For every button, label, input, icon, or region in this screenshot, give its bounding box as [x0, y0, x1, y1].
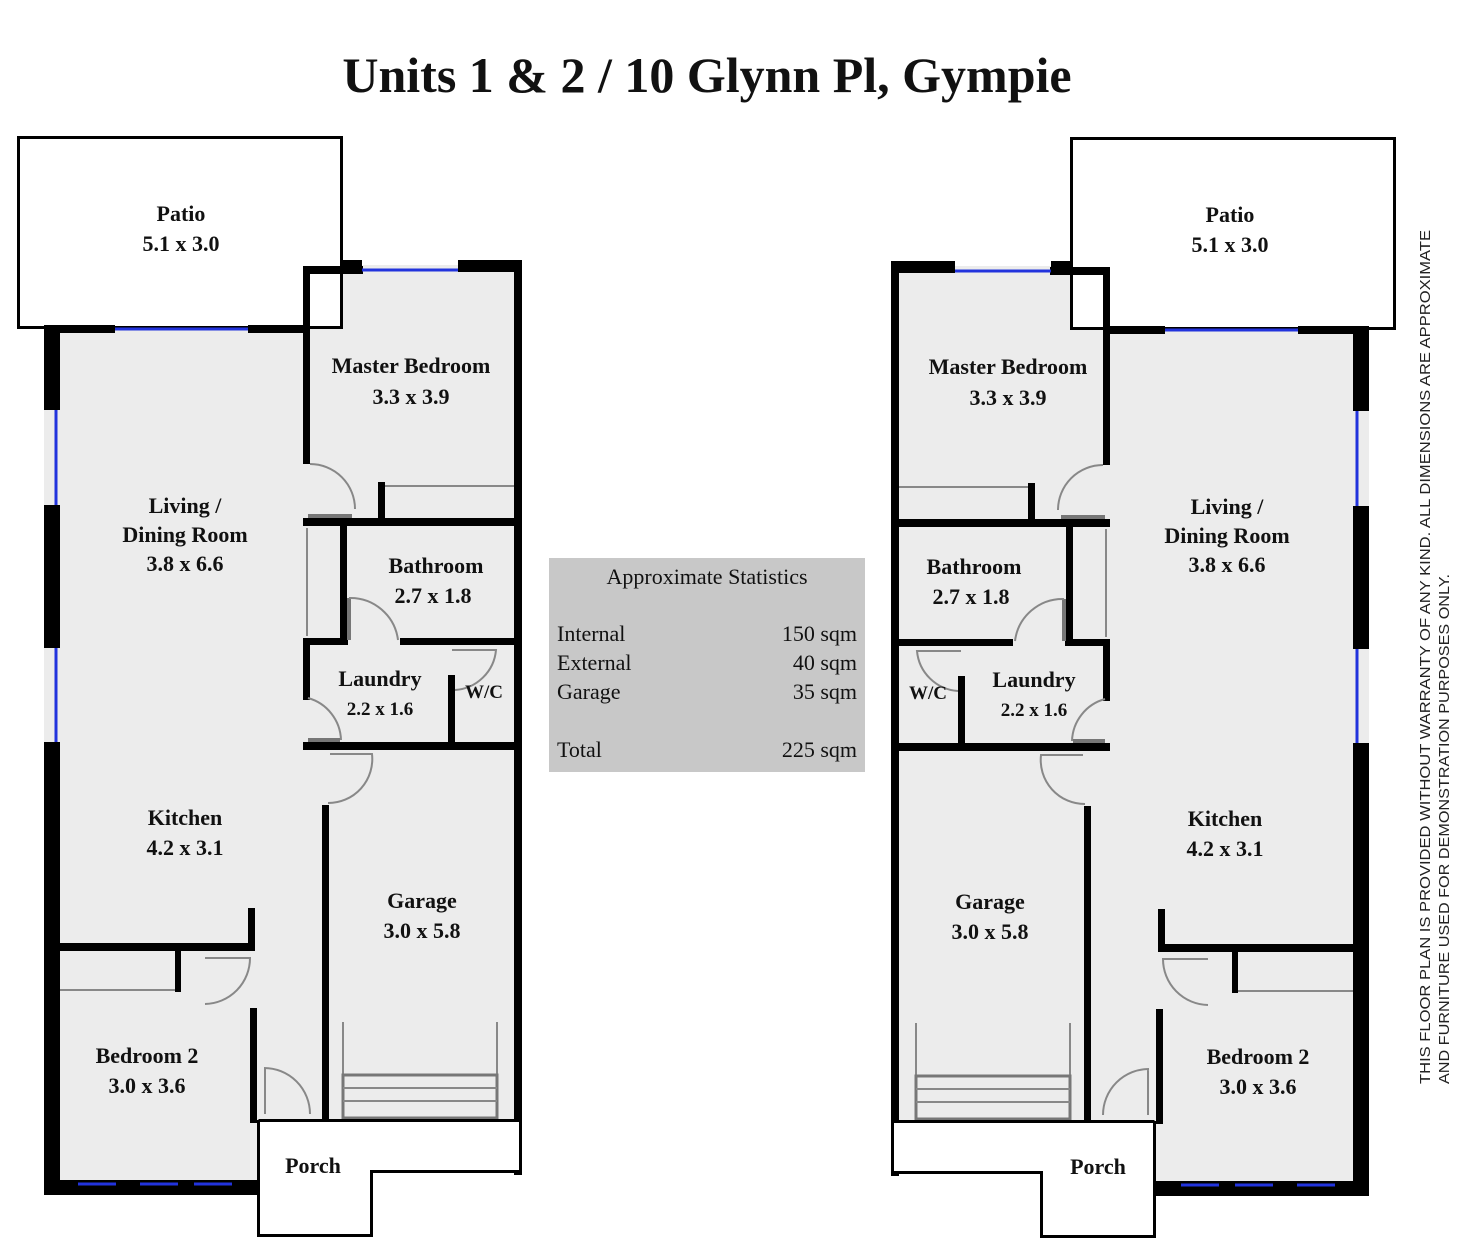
stat-label: Garage	[557, 679, 621, 704]
plan-title: Units 1 & 2 / 10 Glynn Pl, Gympie	[342, 47, 1071, 103]
stat-label: Internal	[557, 621, 625, 646]
bedroom-2-size: 3.0 x 3.6	[109, 1073, 186, 1098]
garage-size: 3.0 x 5.8	[384, 918, 461, 943]
laundry-label: Laundry	[992, 667, 1075, 692]
porch-label: Porch	[285, 1153, 341, 1178]
master-bedroom-label: Master Bedroom	[929, 354, 1088, 379]
garage-size: 3.0 x 5.8	[952, 919, 1029, 944]
bathroom-size: 2.7 x 1.8	[933, 584, 1010, 609]
bathroom-label: Bathroom	[389, 553, 484, 578]
kitchen-label: Kitchen	[1188, 806, 1263, 831]
living-label-2: Dining Room	[1164, 523, 1289, 548]
kitchen-label: Kitchen	[148, 805, 223, 830]
stat-total-label: Total	[557, 737, 602, 762]
disclaimer: THIS FLOOR PLAN IS PROVIDED WITHOUT WARR…	[1418, 230, 1453, 1084]
disclaimer-line-2: AND FURNITURE USED FOR DEMONSTRATION PUR…	[1437, 574, 1453, 1084]
living-label-2: Dining Room	[122, 522, 247, 547]
garage-label: Garage	[387, 888, 457, 913]
patio-label: Patio	[1206, 202, 1255, 227]
stat-label: External	[557, 650, 632, 675]
stat-total-value: 225 sqm	[782, 737, 857, 762]
kitchen-size: 4.2 x 3.1	[1187, 836, 1264, 861]
bedroom-2-label: Bedroom 2	[96, 1043, 199, 1068]
patio-label: Patio	[157, 201, 206, 226]
wc-label: W/C	[909, 683, 947, 704]
unit-1-labels: Patio 5.1 x 3.0 Master Bedroom 3.3 x 3.9…	[96, 201, 503, 1178]
porch-label: Porch	[1070, 1154, 1126, 1179]
bedroom-2-label: Bedroom 2	[1207, 1044, 1310, 1069]
living-size: 3.8 x 6.6	[1189, 552, 1266, 577]
kitchen-size: 4.2 x 3.1	[147, 835, 224, 860]
unit-2-plan	[889, 136, 1397, 1239]
living-label-1: Living /	[1191, 494, 1265, 519]
living-size: 3.8 x 6.6	[147, 551, 224, 576]
master-bedroom-size: 3.3 x 3.9	[970, 385, 1047, 410]
stat-value: 150 sqm	[782, 621, 857, 646]
laundry-label: Laundry	[338, 666, 421, 691]
laundry-size: 2.2 x 1.6	[1001, 700, 1068, 721]
garage-label: Garage	[955, 889, 1025, 914]
bathroom-size: 2.7 x 1.8	[395, 583, 472, 608]
disclaimer-line-1: THIS FLOOR PLAN IS PROVIDED WITHOUT WARR…	[1418, 230, 1434, 1084]
master-bedroom-label: Master Bedroom	[332, 353, 491, 378]
unit-2-labels: Patio 5.1 x 3.0 Master Bedroom 3.3 x 3.9…	[909, 202, 1309, 1179]
stat-value: 40 sqm	[793, 650, 857, 675]
patio-size: 5.1 x 3.0	[1192, 232, 1269, 257]
laundry-size: 2.2 x 1.6	[347, 699, 414, 720]
statistics-heading: Approximate Statistics	[606, 564, 807, 589]
bathroom-label: Bathroom	[927, 554, 1022, 579]
wc-label: W/C	[465, 682, 503, 703]
stat-value: 35 sqm	[793, 679, 857, 704]
patio-size: 5.1 x 3.0	[143, 231, 220, 256]
unit-1-plan	[16, 135, 524, 1238]
statistics-box: Approximate Statistics Internal 150 sqm …	[549, 558, 865, 772]
bedroom-2-size: 3.0 x 3.6	[1220, 1074, 1297, 1099]
living-label-1: Living /	[149, 493, 223, 518]
master-bedroom-size: 3.3 x 3.9	[373, 384, 450, 409]
